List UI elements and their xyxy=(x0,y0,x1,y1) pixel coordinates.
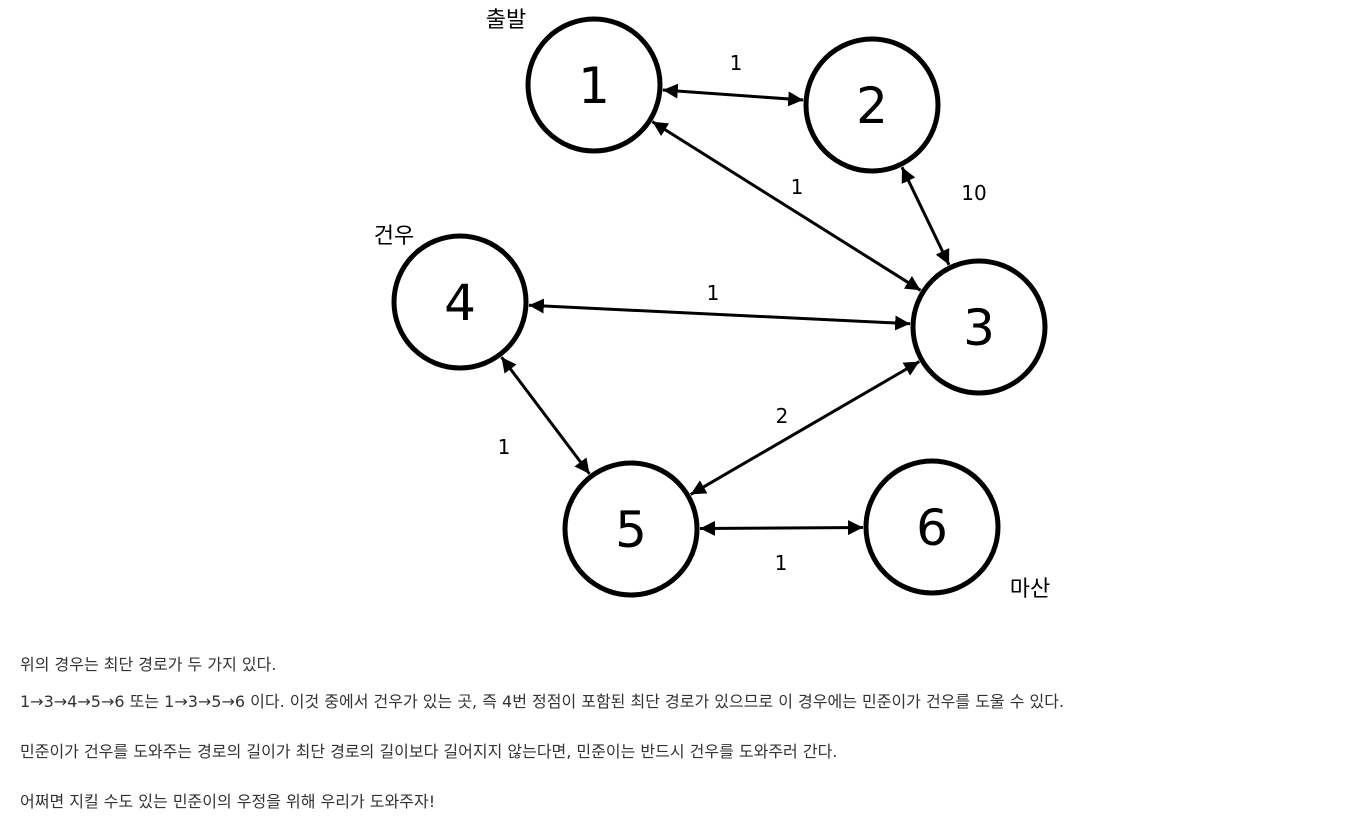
edge-weight-1-2: 1 xyxy=(730,51,743,75)
edge-4-3 xyxy=(528,298,911,331)
graph-diagram: 1 1 10 1 1 2 1 1 2 3 4 5 6 xyxy=(374,8,1050,602)
edge-weight-4-5: 1 xyxy=(498,435,511,459)
edge-1-2 xyxy=(662,83,804,107)
node-1-label: 1 xyxy=(578,57,610,115)
annotation-start: 출발 xyxy=(486,8,526,33)
node-4: 4 xyxy=(391,233,529,371)
node-2: 2 xyxy=(803,36,941,174)
paragraph-shortest-paths-intro: 위의 경우는 최단 경로가 두 가지 있다. xyxy=(20,655,277,674)
paragraph-closing: 어쩌면 지킬 수도 있는 민준이의 우정을 위해 우리가 도와주자! xyxy=(20,792,436,811)
node-6: 6 xyxy=(863,458,1001,596)
paragraph-path-explanation: 1→3→4→5→6 또는 1→3→5→6 이다. 이것 중에서 건우가 있는 곳… xyxy=(20,692,1065,711)
edge-1-3 xyxy=(651,120,922,292)
edge-weight-1-3: 1 xyxy=(791,175,804,199)
node-1: 1 xyxy=(525,16,663,154)
node-4-label: 4 xyxy=(444,274,476,332)
node-3: 3 xyxy=(910,258,1048,396)
node-3-label: 3 xyxy=(963,299,995,357)
edge-weight-3-5: 2 xyxy=(776,404,789,428)
node-6-label: 6 xyxy=(916,499,948,557)
node-5: 5 xyxy=(562,460,700,598)
edge-weight-5-6: 1 xyxy=(775,551,788,575)
edge-4-5 xyxy=(500,356,591,475)
paragraph-condition: 민준이가 건우를 도와주는 경로의 길이가 최단 경로의 길이보다 길어지지 않… xyxy=(20,742,838,761)
edge-2-3 xyxy=(900,166,951,266)
node-5-label: 5 xyxy=(615,501,647,559)
edge-5-6 xyxy=(699,520,864,536)
annotation-masan: 마산 xyxy=(1010,577,1050,602)
edge-weight-4-3: 1 xyxy=(707,281,720,305)
edge-weight-2-3: 10 xyxy=(961,181,986,205)
edge-3-5 xyxy=(689,360,921,496)
annotation-geonwoo: 건우 xyxy=(374,224,414,249)
node-2-label: 2 xyxy=(856,77,888,135)
